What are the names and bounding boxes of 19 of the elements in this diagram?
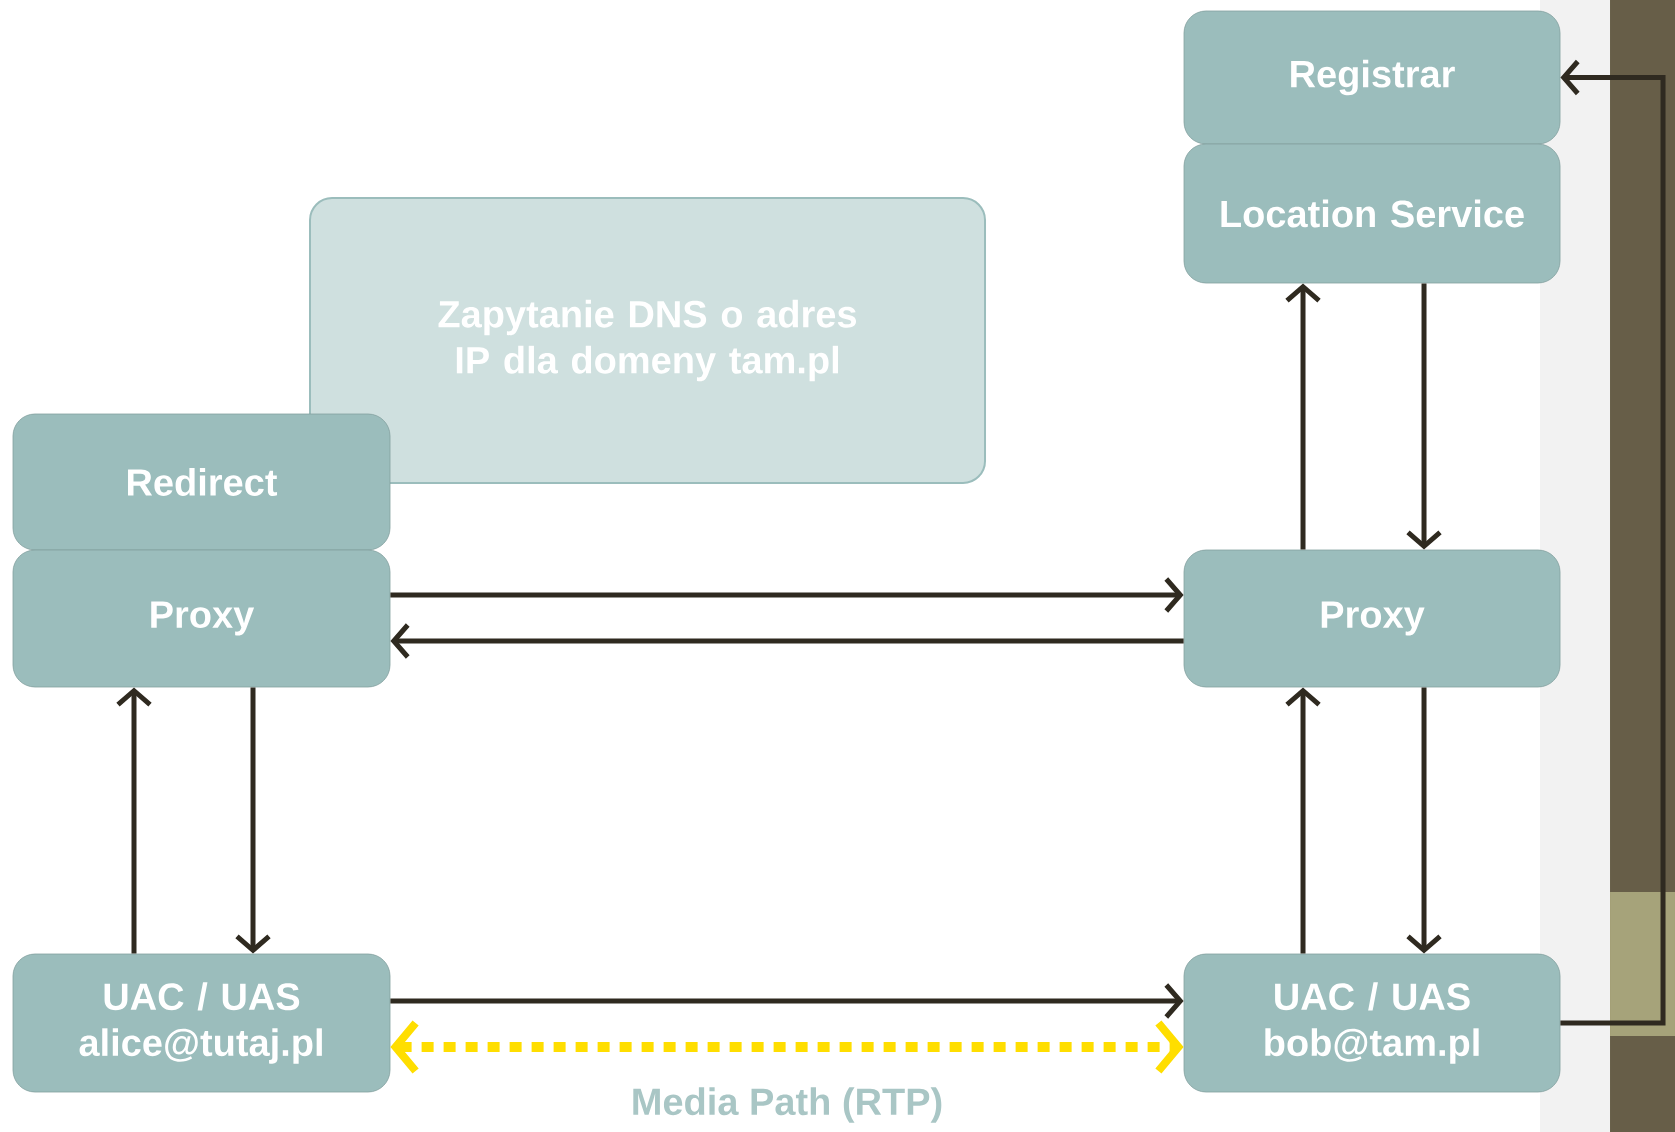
arrow bbox=[390, 623, 1184, 659]
dashed-arrow bbox=[390, 1020, 1184, 1074]
arrow bbox=[1406, 283, 1442, 550]
process-box: UAC / UAS alice@tutaj.pl bbox=[12, 953, 391, 1093]
arrow bbox=[235, 687, 271, 954]
process-box: Registrar bbox=[1183, 10, 1561, 145]
arrow bbox=[116, 687, 152, 954]
process-box: Location Service bbox=[1183, 143, 1561, 284]
process-box: Proxy bbox=[12, 549, 391, 688]
arrow bbox=[1406, 687, 1442, 954]
process-box: UAC / UAS bob@tam.pl bbox=[1183, 953, 1561, 1093]
arrow bbox=[390, 983, 1184, 1019]
process-box: Proxy bbox=[1183, 549, 1561, 688]
edge-label: Media Path (RTP) bbox=[633, 1087, 942, 1123]
arrow bbox=[1285, 283, 1321, 550]
arrow bbox=[1560, 59, 1666, 1026]
arrow bbox=[390, 577, 1184, 613]
arrow bbox=[1285, 687, 1321, 954]
process-box: Redirect bbox=[12, 413, 391, 551]
